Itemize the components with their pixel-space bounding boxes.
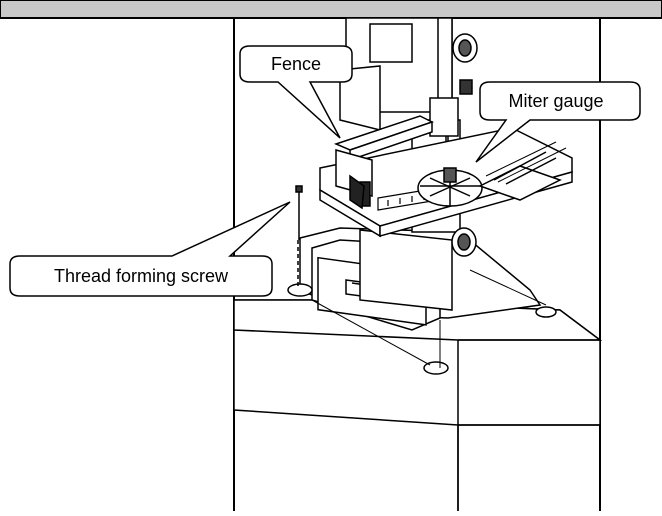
fence-callout-label: Fence (271, 54, 321, 74)
tension-knob (451, 33, 478, 257)
miter-gauge-callout-label: Miter gauge (508, 91, 603, 111)
header-bar (0, 0, 662, 19)
table-slots (485, 141, 567, 183)
thread-forming-screw-callout-label: Thread forming screw (54, 266, 229, 286)
thread-forming-screw (295, 185, 303, 288)
stand-cabinet (233, 299, 603, 511)
base-lines (311, 269, 547, 368)
fence-body (333, 115, 434, 210)
fence-callout: Fence (239, 45, 353, 139)
thread-forming-screw-callout: Thread forming screw (9, 201, 291, 297)
miter-gauge (417, 151, 562, 207)
miter-gauge-callout: Miter gauge (475, 81, 641, 163)
